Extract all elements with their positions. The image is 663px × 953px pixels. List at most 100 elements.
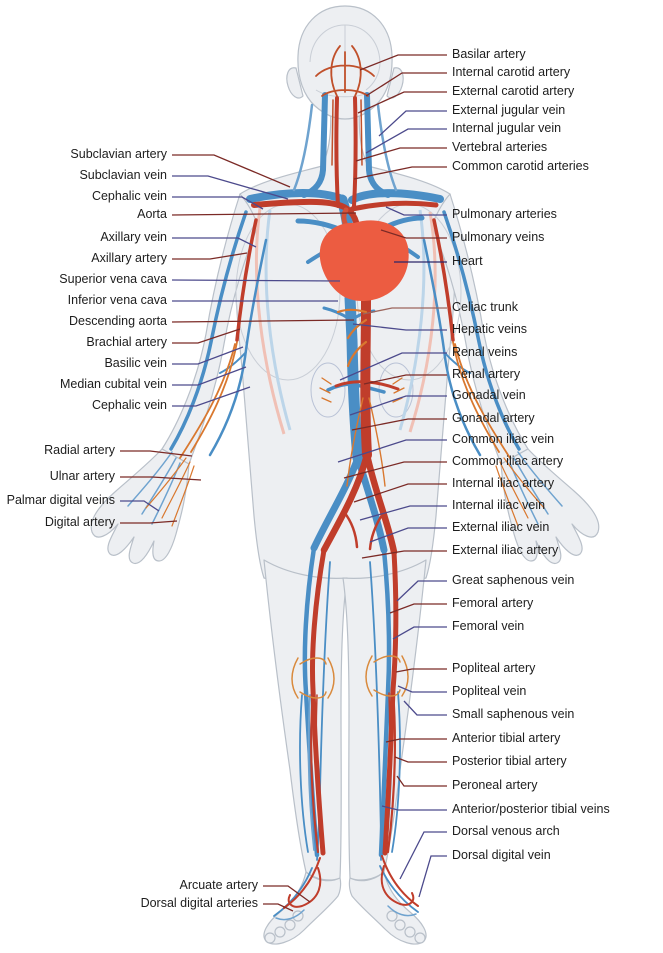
leader-line-internal-iliac-vein [359, 505, 447, 521]
foot-right [348, 871, 427, 945]
cephalic-vein-left [169, 210, 248, 451]
leader-line-common-iliac-vein [337, 439, 447, 463]
external-jugular-vein-left [292, 103, 314, 192]
leader-line-palmar-digital-veins [120, 500, 160, 512]
leader-line-celiac-trunk [362, 307, 447, 315]
common-iliac-artery-left [320, 451, 371, 554]
subclavian-artery-right [349, 200, 439, 212]
leader-line-femoral-vein [392, 626, 447, 640]
internal-iliac-left [342, 510, 359, 549]
hand-right [500, 448, 600, 565]
cephalic-vein-right [442, 210, 521, 451]
toe [284, 919, 296, 931]
ulnar-artery-right [454, 343, 511, 459]
tibial-veins-left [307, 694, 315, 851]
heart-shape [319, 220, 409, 302]
body-silhouette [90, 5, 600, 945]
great-saphenous-vein-left [316, 561, 331, 861]
peroneal-artery-left [315, 694, 322, 849]
torso-faint-vessel-pink-right [408, 211, 437, 433]
toe [264, 932, 276, 944]
dorsalis-pedis-right [381, 855, 419, 907]
leader-line-popliteal-artery [395, 668, 447, 673]
leader-line-common-iliac-artery [343, 461, 447, 479]
leader-line-hepatic-veins [352, 323, 447, 331]
torso-faint-vessel-blue-left [264, 209, 292, 431]
ulnar-artery-left [179, 343, 236, 459]
median-cubital-vein-right [443, 351, 471, 374]
leader-line-internal-jugular-vein [365, 128, 447, 154]
leader-line-renal-artery [363, 374, 447, 385]
leader-line-dorsal-digital-arteries [263, 903, 294, 912]
leader-line-external-jugular-vein [378, 110, 447, 137]
leader-line-peroneal-artery [396, 775, 447, 787]
peroneal-artery-right [384, 692, 391, 849]
median-cubital-vein-left [219, 351, 247, 374]
arcuate-artery-left [287, 867, 322, 908]
kidney-vessels-right [392, 377, 405, 403]
dorsal-digital-veins-right [387, 905, 417, 917]
cerebellum-outline [315, 89, 375, 98]
leader-line-external-iliac-artery [361, 550, 447, 559]
leader-line-external-carotid-artery [357, 91, 447, 114]
leader-line-subclavian-artery [172, 154, 291, 188]
basilic-vein-left [208, 238, 268, 457]
tibial-artery-right [386, 688, 396, 854]
leader-line-internal-carotid-artery [365, 72, 447, 97]
leader-line-gonadal-artery [351, 418, 447, 431]
leader-line-anterior-posterior-tibial-veins [381, 805, 447, 811]
toe [274, 926, 286, 938]
torso-faint-vessel-blue-right [398, 209, 426, 431]
leader-line-anterior-tibial-artery [385, 738, 447, 743]
genicular-loops-left [291, 657, 335, 699]
leader-line-gonadal-vein [349, 395, 447, 416]
digital-arteries-right [495, 457, 545, 527]
celiac-mesenteric-branches [336, 308, 368, 368]
hepatic-vein-left [322, 306, 350, 320]
leader-line-vertebral-arteries [355, 147, 447, 162]
leader-line-pulmonary-arteries [385, 206, 447, 216]
leader-line-median-cubital-vein [172, 366, 247, 386]
leader-line-small-saphenous-vein [403, 700, 447, 716]
leader-line-axillary-vein [172, 237, 257, 248]
leader-line-common-carotid-arteries [353, 166, 447, 180]
leader-line-axillary-artery [172, 252, 248, 260]
renal-vein-right [354, 383, 386, 394]
leader-line-aorta [171, 212, 357, 216]
leader-lines [120, 54, 447, 912]
brain-outline [309, 24, 381, 91]
basilic-vein-right [422, 238, 482, 457]
vertebral-arteries [331, 99, 363, 166]
leader-line-basilic-vein [172, 346, 244, 365]
internal-jugular-vein-left [301, 92, 328, 198]
genicular-loops-right [365, 655, 409, 697]
leader-line-great-saphenous-vein [396, 580, 447, 602]
brachial-artery-left [235, 218, 258, 342]
internal-jugular-vein-right [364, 92, 391, 198]
toe [394, 919, 406, 931]
leader-line-dorsal-venous-arch [399, 831, 447, 880]
leader-line-digital-artery [120, 520, 178, 524]
kidney-left-outline [310, 362, 346, 418]
leader-line-descending-aorta [171, 319, 355, 323]
leader-line-brachial-artery [172, 328, 241, 344]
ear-left [286, 67, 304, 99]
dorsal-venous-arch-left [273, 867, 313, 917]
radial-artery-right [452, 341, 500, 453]
brachial-artery-right [432, 218, 455, 342]
toe [414, 932, 426, 944]
internal-iliac-right [368, 513, 384, 551]
leader-line-cephalic-vein [172, 386, 251, 407]
leader-line-subclavian-vein [172, 175, 289, 200]
leader-line-cephalic-vein [172, 196, 264, 210]
leader-line-external-iliac-vein [369, 527, 447, 543]
head-arteries [315, 45, 375, 97]
common-carotid-right [352, 96, 358, 208]
kidney-vessels-left [319, 377, 332, 403]
leader-line-basilar-artery [359, 54, 447, 71]
inferior-vena-cava [344, 292, 364, 464]
leader-line-popliteal-vein [397, 685, 447, 693]
dorsalis-pedis-left [283, 857, 321, 909]
small-saphenous-vein-left [299, 694, 309, 853]
great-saphenous-vein-right [369, 561, 382, 861]
